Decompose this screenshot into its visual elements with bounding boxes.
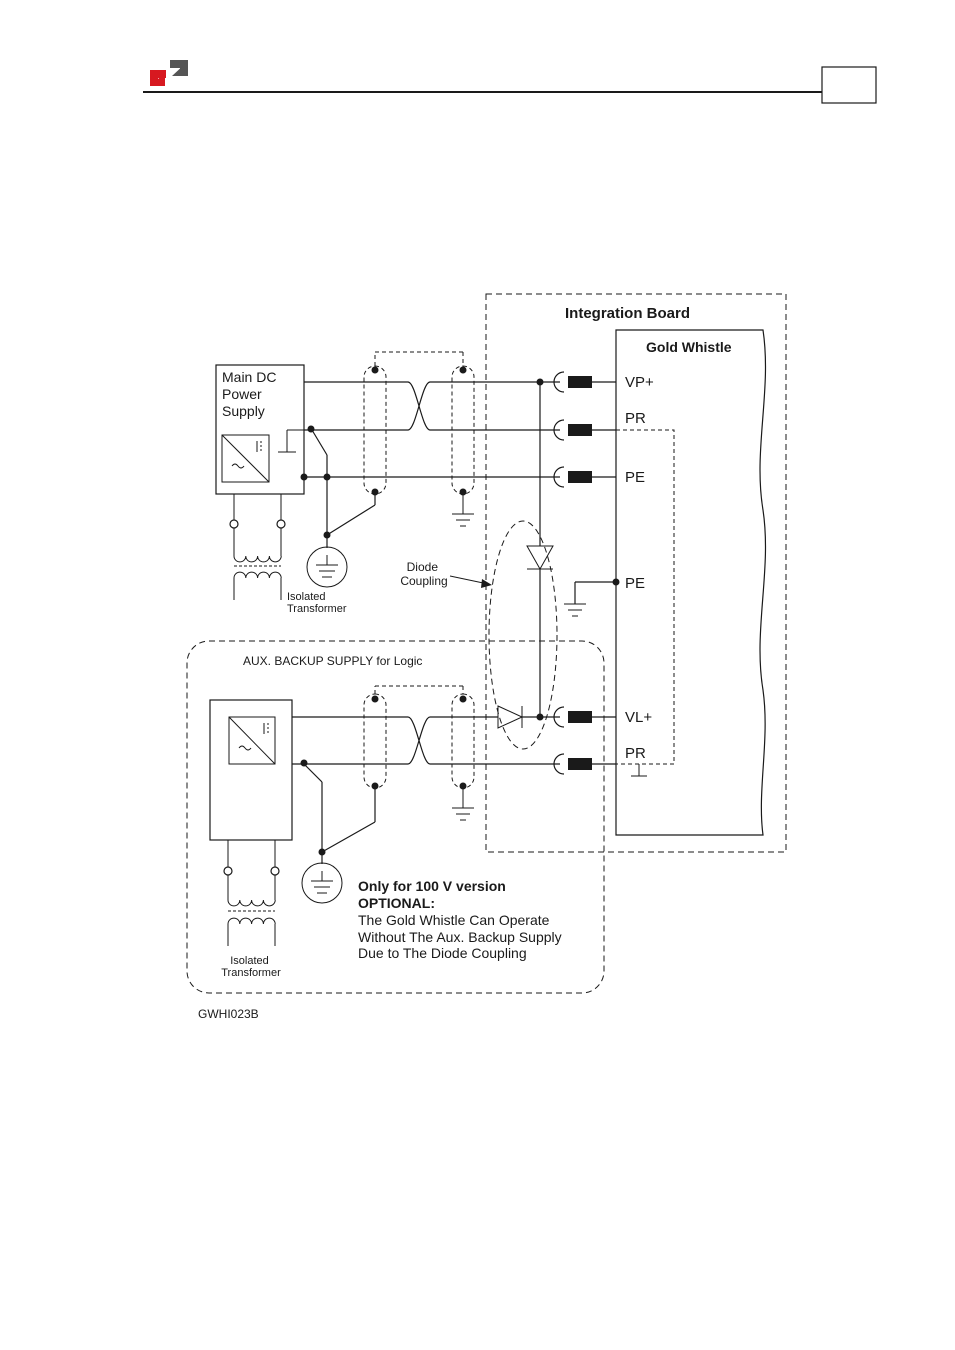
- pin-vl-plus-label: VL+: [625, 709, 652, 726]
- main-supply-cable: [301, 352, 561, 587]
- gold-whistle-label: Gold Whistle: [646, 339, 732, 355]
- page-number-box: [822, 67, 876, 103]
- main-supply-label: Main DC Power Supply: [222, 369, 280, 419]
- integration-board-label: Integration Board: [565, 305, 690, 322]
- aux-power-supply-box: [210, 700, 292, 840]
- pin-pr-bottom-label: PR: [625, 745, 646, 762]
- company-logo: [150, 60, 188, 86]
- pin-pr-top-label: PR: [625, 410, 646, 427]
- diode-coupling-label: Diode Coupling: [400, 560, 447, 588]
- isolated-transformer-top-label: Isolated Transformer: [287, 591, 347, 615]
- aux-ac-dc-converter-icon: [229, 717, 275, 764]
- aux-diode: [498, 706, 560, 728]
- figure-code: GWHI023B: [198, 1007, 259, 1021]
- pin-pe-top-label: PE: [625, 469, 645, 486]
- aux-supply-label: AUX. BACKUP SUPPLY for Logic: [243, 654, 422, 668]
- isolated-transformer-bottom-label: Isolated Transformer: [221, 955, 281, 979]
- isolated-transformer-top: [230, 494, 285, 600]
- isolated-transformer-bottom: [224, 840, 279, 946]
- ac-dc-converter-icon: [222, 435, 269, 482]
- pe-mid-ground: [564, 579, 620, 617]
- pin-pe-mid-label: PE: [625, 575, 645, 592]
- pin-vp-plus-label: VP+: [625, 374, 654, 391]
- optional-note-body: The Gold Whistle Can Operate Without The…: [358, 912, 566, 961]
- diode-coupling: [489, 382, 557, 749]
- optional-note-heading: Only for 100 V version OPTIONAL:: [358, 878, 510, 911]
